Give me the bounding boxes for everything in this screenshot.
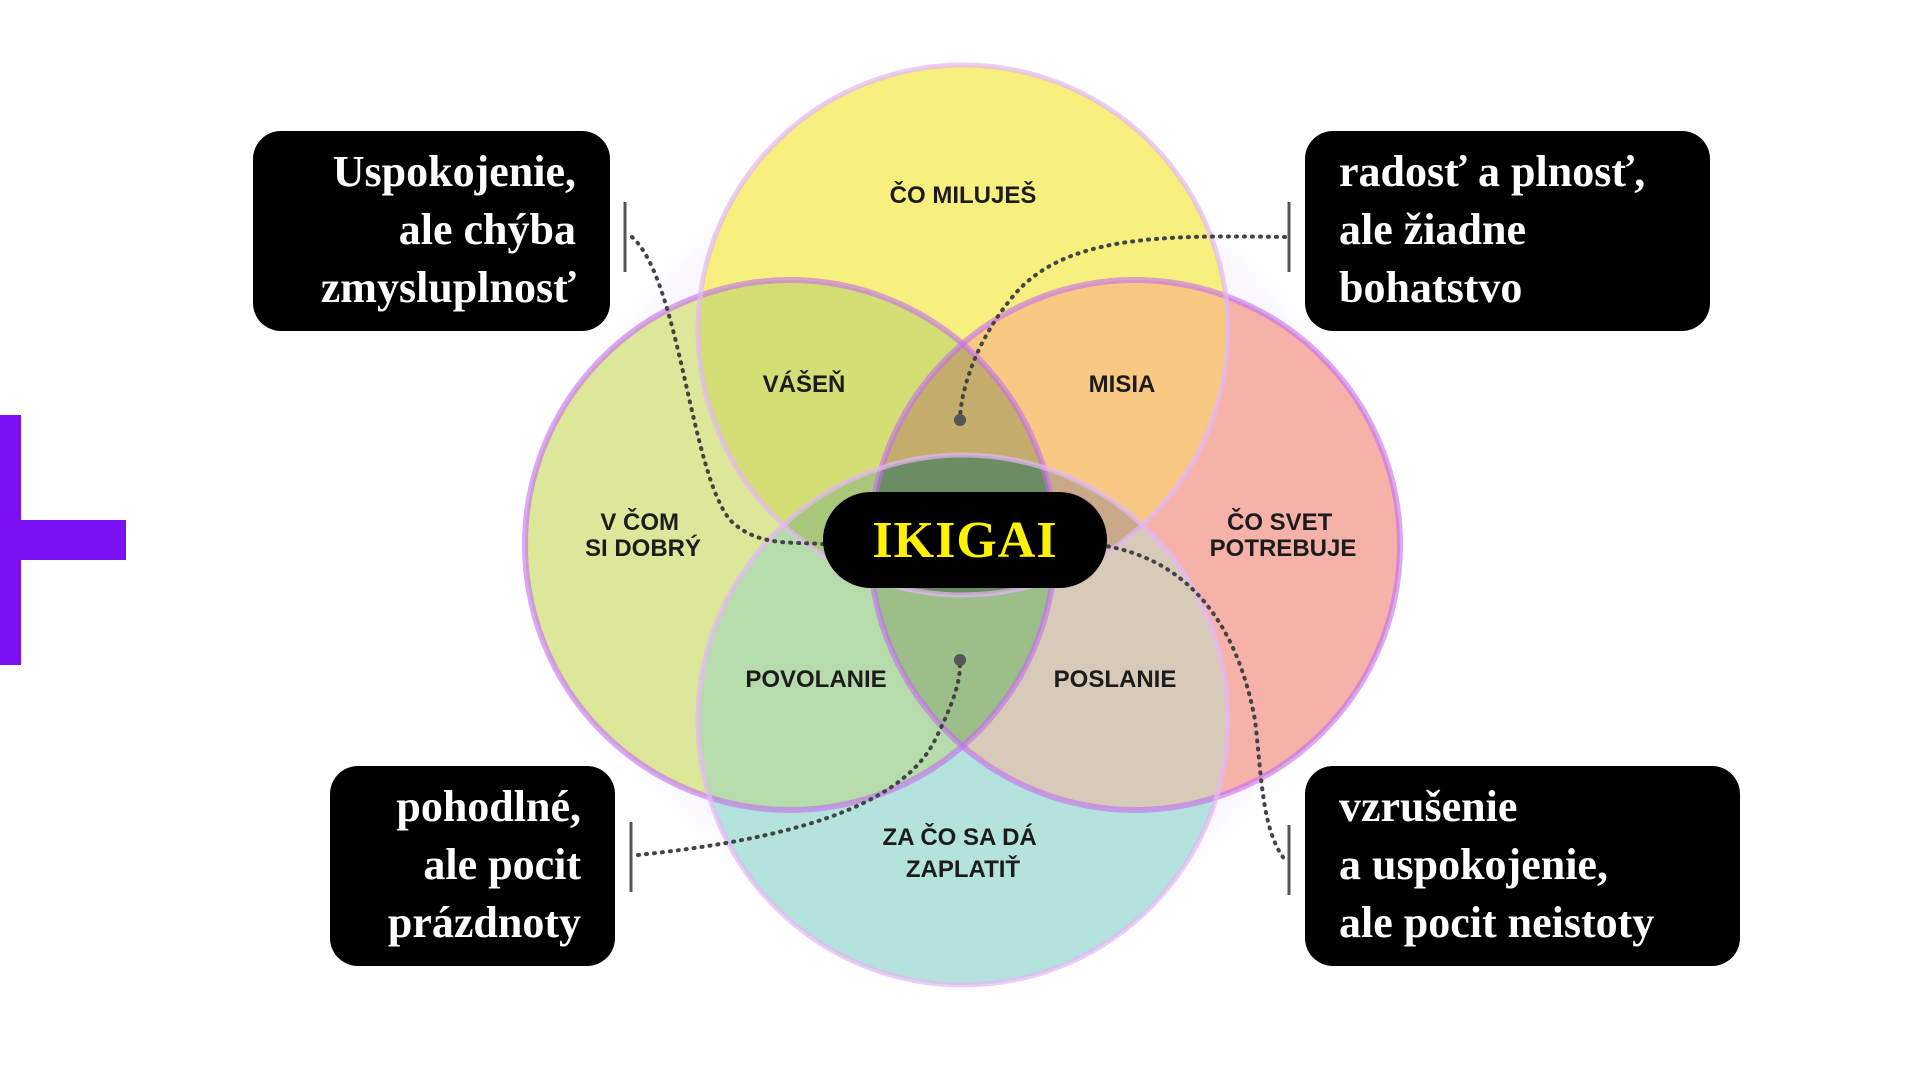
outline-bottom bbox=[695, 452, 1231, 988]
callout-bottom-left: pohodlné, ale pocit prázdnoty bbox=[330, 766, 615, 966]
label-paid-for: ZA ČO SA DÁ ZAPLATIŤ bbox=[883, 823, 1044, 883]
leader-dot-top bbox=[954, 414, 966, 426]
leader-line-top-right bbox=[958, 234, 1287, 422]
callout-bottom-right: vzrušenie a uspokojenie, ale pocit neist… bbox=[1305, 766, 1740, 966]
decorative-plus-horizontal bbox=[0, 520, 126, 560]
outline-top bbox=[695, 62, 1231, 598]
leader-line-bottom-right bbox=[1098, 543, 1287, 862]
label-profession: POVOLANIE bbox=[745, 666, 886, 693]
overlap-bottom-triple bbox=[870, 455, 1055, 810]
label-good-at: V ČOM SI DOBRÝ bbox=[585, 508, 701, 562]
callout-line: radosť a plnosť, bbox=[1339, 147, 1646, 196]
callout-top-left: Uspokojenie, ale chýba zmysluplnosť bbox=[253, 131, 610, 331]
callout-line: prázdnoty bbox=[387, 898, 581, 947]
leader-dot-bottom bbox=[954, 654, 966, 666]
callout-line: pohodlné, bbox=[396, 782, 581, 831]
callout-line: ale pocit neistoty bbox=[1339, 898, 1655, 947]
leader-line-top-left bbox=[630, 235, 832, 547]
callout-line: ale žiadne bbox=[1339, 205, 1526, 254]
label-mission: MISIA bbox=[1089, 371, 1156, 398]
callout-line: vzrušenie bbox=[1339, 782, 1518, 831]
callout-line: bohatstvo bbox=[1339, 263, 1523, 312]
label-world-needs: ČO SVET POTREBUJE bbox=[1210, 508, 1357, 562]
label-passion: VÁŠEŇ bbox=[763, 370, 846, 398]
label-vocation: POSLANIE bbox=[1054, 666, 1177, 693]
label-love: ČO MILUJEŠ bbox=[890, 181, 1037, 209]
ikigai-center-badge: IKIGAI bbox=[823, 492, 1107, 588]
callout-line: a uspokojenie, bbox=[1339, 840, 1608, 889]
callout-top-right: radosť a plnosť, ale žiadne bohatstvo bbox=[1305, 131, 1710, 331]
callout-line: ale pocit bbox=[423, 840, 581, 889]
callout-line: zmysluplnosť bbox=[320, 263, 576, 312]
callout-line: Uspokojenie, bbox=[332, 147, 576, 196]
callout-line: ale chýba bbox=[398, 205, 576, 254]
